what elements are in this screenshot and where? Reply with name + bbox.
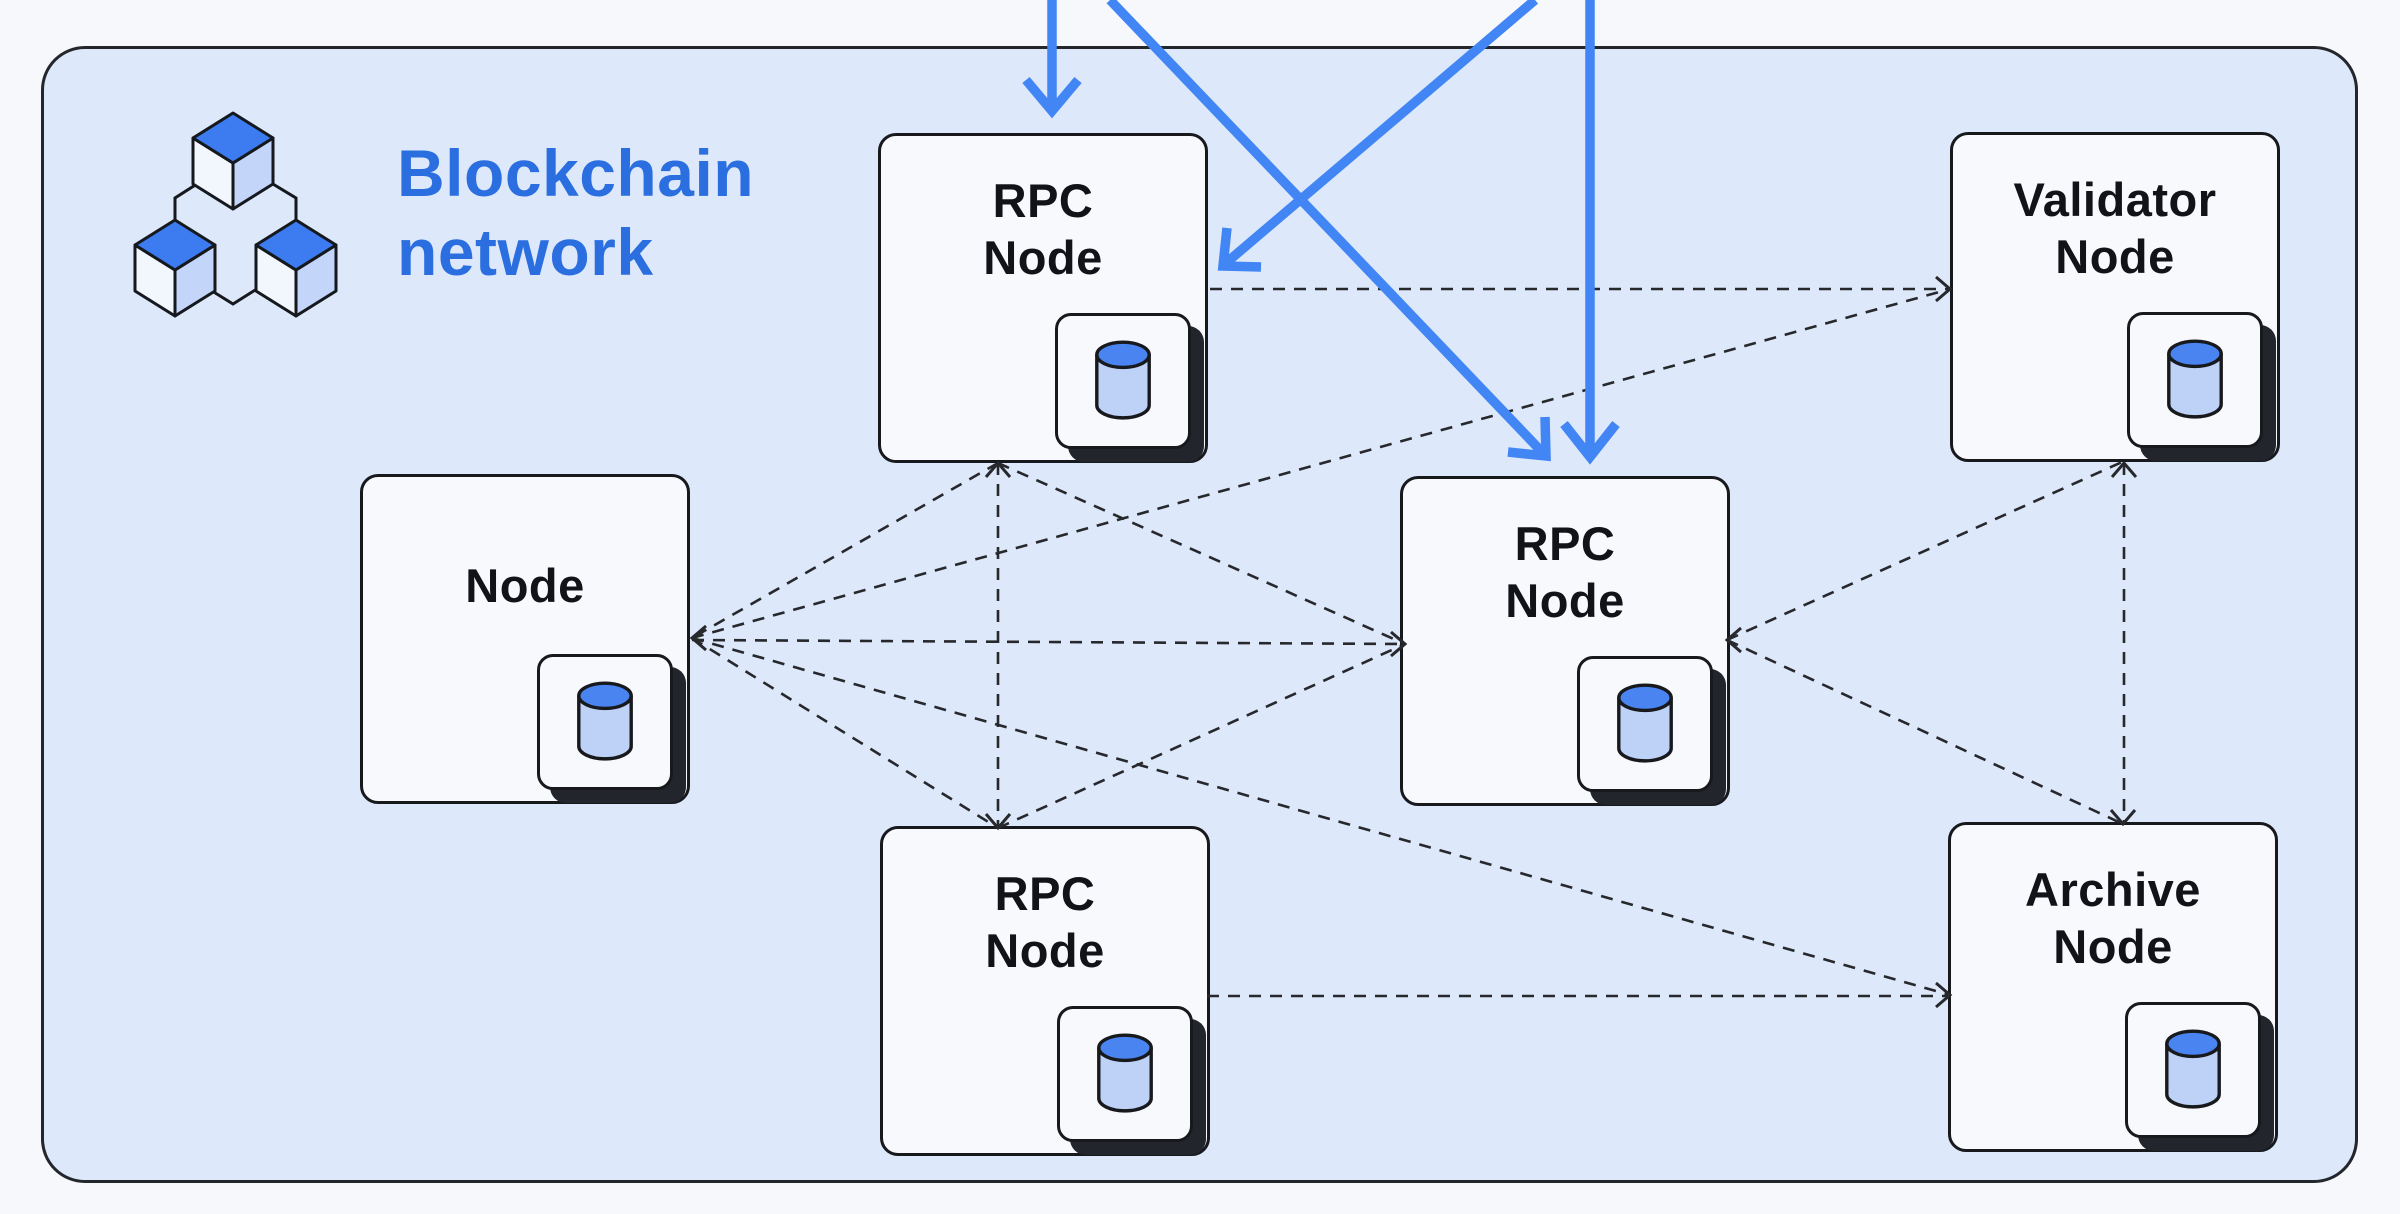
node-box-validator: Validator Node [1950, 132, 2280, 462]
node-label: Archive Node [1951, 861, 2275, 975]
node-label-line1: Archive [2025, 863, 2201, 916]
node-box-rpc-center: RPC Node [1400, 476, 1730, 806]
node-label: RPC Node [883, 865, 1207, 979]
database-icon [537, 654, 673, 790]
node-label-line1: RPC [992, 174, 1094, 227]
database-icon [1055, 313, 1191, 449]
node-label-line2: Node [983, 231, 1103, 284]
node-label-line2: Node [1505, 574, 1625, 627]
node-label-line1: Validator [2013, 173, 2217, 226]
node-box-rpc-bottom: RPC Node [880, 826, 1210, 1156]
page-title: Blockchain network [397, 134, 754, 292]
node-label-line1: Node [465, 559, 585, 612]
node-label: Node [363, 557, 687, 614]
cube-bottom-left [133, 218, 217, 318]
node-box-archive: Archive Node [1948, 822, 2278, 1152]
database-icon [1577, 656, 1713, 792]
node-label: Validator Node [1953, 171, 2277, 285]
database-icon [2125, 1002, 2261, 1138]
title-line-2: network [397, 215, 654, 289]
node-box-rpc-top: RPC Node [878, 133, 1208, 463]
node-label-line2: Node [985, 924, 1105, 977]
database-icon [1057, 1006, 1193, 1142]
node-label: RPC Node [1403, 515, 1727, 629]
node-label-line1: RPC [994, 867, 1096, 920]
node-label-line2: Node [2053, 920, 2173, 973]
node-label-line2: Node [2055, 230, 2175, 283]
cube-bottom-right [254, 218, 338, 318]
title-line-1: Blockchain [397, 136, 755, 210]
node-label-line1: RPC [1514, 517, 1616, 570]
blockchain-cubes-logo [133, 111, 338, 318]
node-label: RPC Node [881, 172, 1205, 286]
node-box-node-left: Node [360, 474, 690, 804]
database-icon [2127, 312, 2263, 448]
cube-top-center [191, 111, 275, 211]
